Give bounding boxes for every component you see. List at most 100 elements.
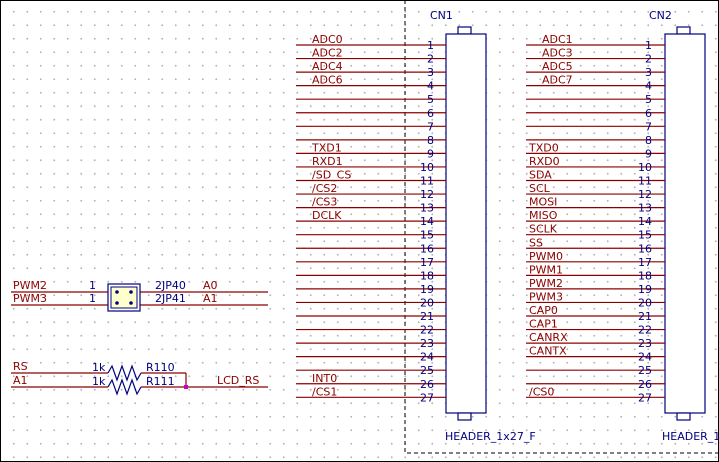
connector-cn1-pin-number: 13 [420, 202, 434, 215]
connector-cn1-body [445, 33, 487, 414]
connector-cn1-pins: 1ADC02ADC23ADC44ADC656789TXD110RXD111/SD… [296, 33, 446, 404]
connector-cn1-net-label: /CS3 [312, 196, 337, 209]
connector-cn2-pin-number: 14 [638, 215, 652, 228]
connector-cn1-pin-number: 7 [427, 120, 434, 133]
connector-cn2-net-label: /CS0 [529, 385, 554, 398]
connector-cn2-pin-number: 4 [645, 80, 652, 93]
connector-cn1-pin-number: 14 [420, 215, 434, 228]
connector-cn1-net-label: ADC2 [312, 47, 343, 60]
jumper-jp41-left-net: PWM3 [13, 292, 47, 305]
connector-cn1-net-label: /SD_CS [312, 169, 351, 182]
connector-cn1-pin-number: 3 [427, 66, 434, 79]
resistor-r110-ref: R110 [146, 361, 175, 374]
connector-cn1-ref: CN1 [430, 9, 453, 22]
connector-cn1-pin-number: 23 [420, 337, 434, 350]
connector-cn1-net-label: DCLK [312, 209, 342, 222]
connector-cn1-pin-number: 18 [420, 269, 434, 282]
connector-cn2-net-label: MISO [529, 209, 558, 222]
connector-cn1-net-label: INT0 [312, 372, 337, 385]
connector-cn2-net-label: MOSI [529, 196, 557, 209]
connector-cn2-net-label: TXD0 [528, 141, 559, 154]
connector-cn2-ref: CN2 [649, 9, 672, 22]
connector-cn2-pin-number: 1 [645, 39, 652, 52]
connector-cn2-net-label: ADC5 [542, 60, 573, 73]
resistor-output-net: LCD_RS [217, 374, 259, 387]
connector-cn2-pin-number: 27 [638, 391, 652, 404]
connector-cn1-pin-number: 24 [420, 351, 434, 364]
connector-cn1-pin-number: 11 [420, 175, 434, 188]
connector-cn2-pin-number: 10 [638, 161, 652, 174]
connector-cn2-net-label: PWM3 [529, 290, 563, 303]
connector-cn1-pin-number: 25 [420, 364, 434, 377]
connector-cn2-pin-number: 12 [638, 188, 652, 201]
jumper-inner [110, 286, 138, 309]
connector-cn2-pin-number: 21 [638, 310, 652, 323]
connector-cn1-pin-number: 6 [427, 107, 434, 120]
jumper-jp41-pin1 [115, 301, 119, 305]
connector-cn1-pin-number: 20 [420, 296, 434, 309]
connector-cn1-pin-number: 21 [420, 310, 434, 323]
connector-cn1-pin-number: 9 [427, 147, 434, 160]
resistor-r111-symbol [107, 378, 142, 396]
jumper-block: PWM2 PWM3 1 1 2 2 JP40 JP41 A0 A1 [11, 279, 268, 312]
connector-cn2-pin-number: 7 [645, 120, 652, 133]
connector-cn1-net-label: TXD1 [311, 141, 342, 154]
resistor-block: RS A1 1k 1k R110 R111 LCD_RS [11, 360, 268, 396]
connector-cn2-pin-number: 3 [645, 66, 652, 79]
connector-cn1-top-tab [457, 26, 472, 35]
connector-cn1-pin-number: 12 [420, 188, 434, 201]
connector-cn2-pin-number: 15 [638, 229, 652, 242]
connector-cn2-net-label: CAP0 [529, 304, 558, 317]
resistor-r110-left-net: RS [13, 360, 28, 373]
connector-cn2-bottom-tab [676, 412, 691, 421]
connector-cn2: CN2 HEADER_1x27_F 1ADC12ADC33ADC54ADC756… [526, 9, 719, 443]
jumper-jp41-left-pin: 1 [89, 292, 96, 305]
connector-cn2-pin-number: 25 [638, 364, 652, 377]
connector-cn2-pins: 1ADC12ADC33ADC54ADC756789TXD010RXD011SDA… [526, 33, 665, 404]
jumper-jp41-right-net: A1 [203, 292, 218, 305]
connector-cn1-pin-number: 8 [427, 134, 434, 147]
resistor-r110-value: 1k [92, 361, 106, 374]
connector-cn1-pin-number: 1 [427, 39, 434, 52]
connector-cn2-top-tab [676, 26, 691, 35]
connector-cn2-net-label: CAP1 [529, 318, 558, 331]
connector-cn1-pin-number: 2 [427, 53, 434, 66]
jumper-jp40-pin2 [129, 290, 133, 294]
connector-cn2-net-label: ADC7 [542, 74, 573, 87]
connector-cn2-pin-number: 24 [638, 351, 652, 364]
connector-cn1-pin-number: 26 [420, 378, 434, 391]
connector-cn2-net-label: PWM1 [529, 263, 563, 276]
connector-cn2-net-label: SCLK [529, 223, 558, 236]
connector-cn2-net-label: PWM0 [529, 250, 563, 263]
connector-cn2-pin-number: 18 [638, 269, 652, 282]
jumper-jp40-right-pin: 2 [155, 279, 162, 292]
connector-cn2-pin-number: 16 [638, 242, 652, 255]
connector-cn2-net-label: SDA [529, 169, 552, 182]
connector-cn2-net-label: PWM2 [529, 277, 563, 290]
connector-cn2-net-label: ADC3 [542, 47, 573, 60]
connector-cn2-pin-number: 6 [645, 107, 652, 120]
jumper-jp41-right-pin: 2 [155, 292, 162, 305]
connector-cn2-pin-number: 20 [638, 296, 652, 309]
connector-cn1-net-label: ADC0 [312, 33, 343, 46]
connector-cn1-net-label: RXD1 [312, 155, 343, 168]
connector-cn1-net-label: /CS2 [312, 182, 337, 195]
connector-cn2-pin-number: 26 [638, 378, 652, 391]
connector-cn2-footprint: HEADER_1x27_F [662, 430, 719, 443]
connector-cn2-pin-number: 9 [645, 147, 652, 160]
resistor-r111-ref: R111 [146, 375, 175, 388]
connector-cn2-pin-number: 5 [645, 93, 652, 106]
connector-cn1-pin-number: 19 [420, 283, 434, 296]
section-divider [404, 0, 719, 454]
connector-cn1-pin-number: 22 [420, 324, 434, 337]
connector-cn1-net-label: /CS1 [312, 385, 337, 398]
jumper-jp40-pin1 [115, 290, 119, 294]
connector-cn1-pin-number: 27 [420, 391, 434, 404]
connector-cn2-pin-number: 19 [638, 283, 652, 296]
connector-cn2-net-label: CANRX [529, 331, 568, 344]
jumper-jp41-ref: JP41 [161, 292, 186, 305]
jumper-jp40-left-net: PWM2 [13, 279, 47, 292]
connector-cn1-net-label: ADC4 [312, 60, 343, 73]
jumper-jp40-ref: JP40 [161, 279, 186, 292]
